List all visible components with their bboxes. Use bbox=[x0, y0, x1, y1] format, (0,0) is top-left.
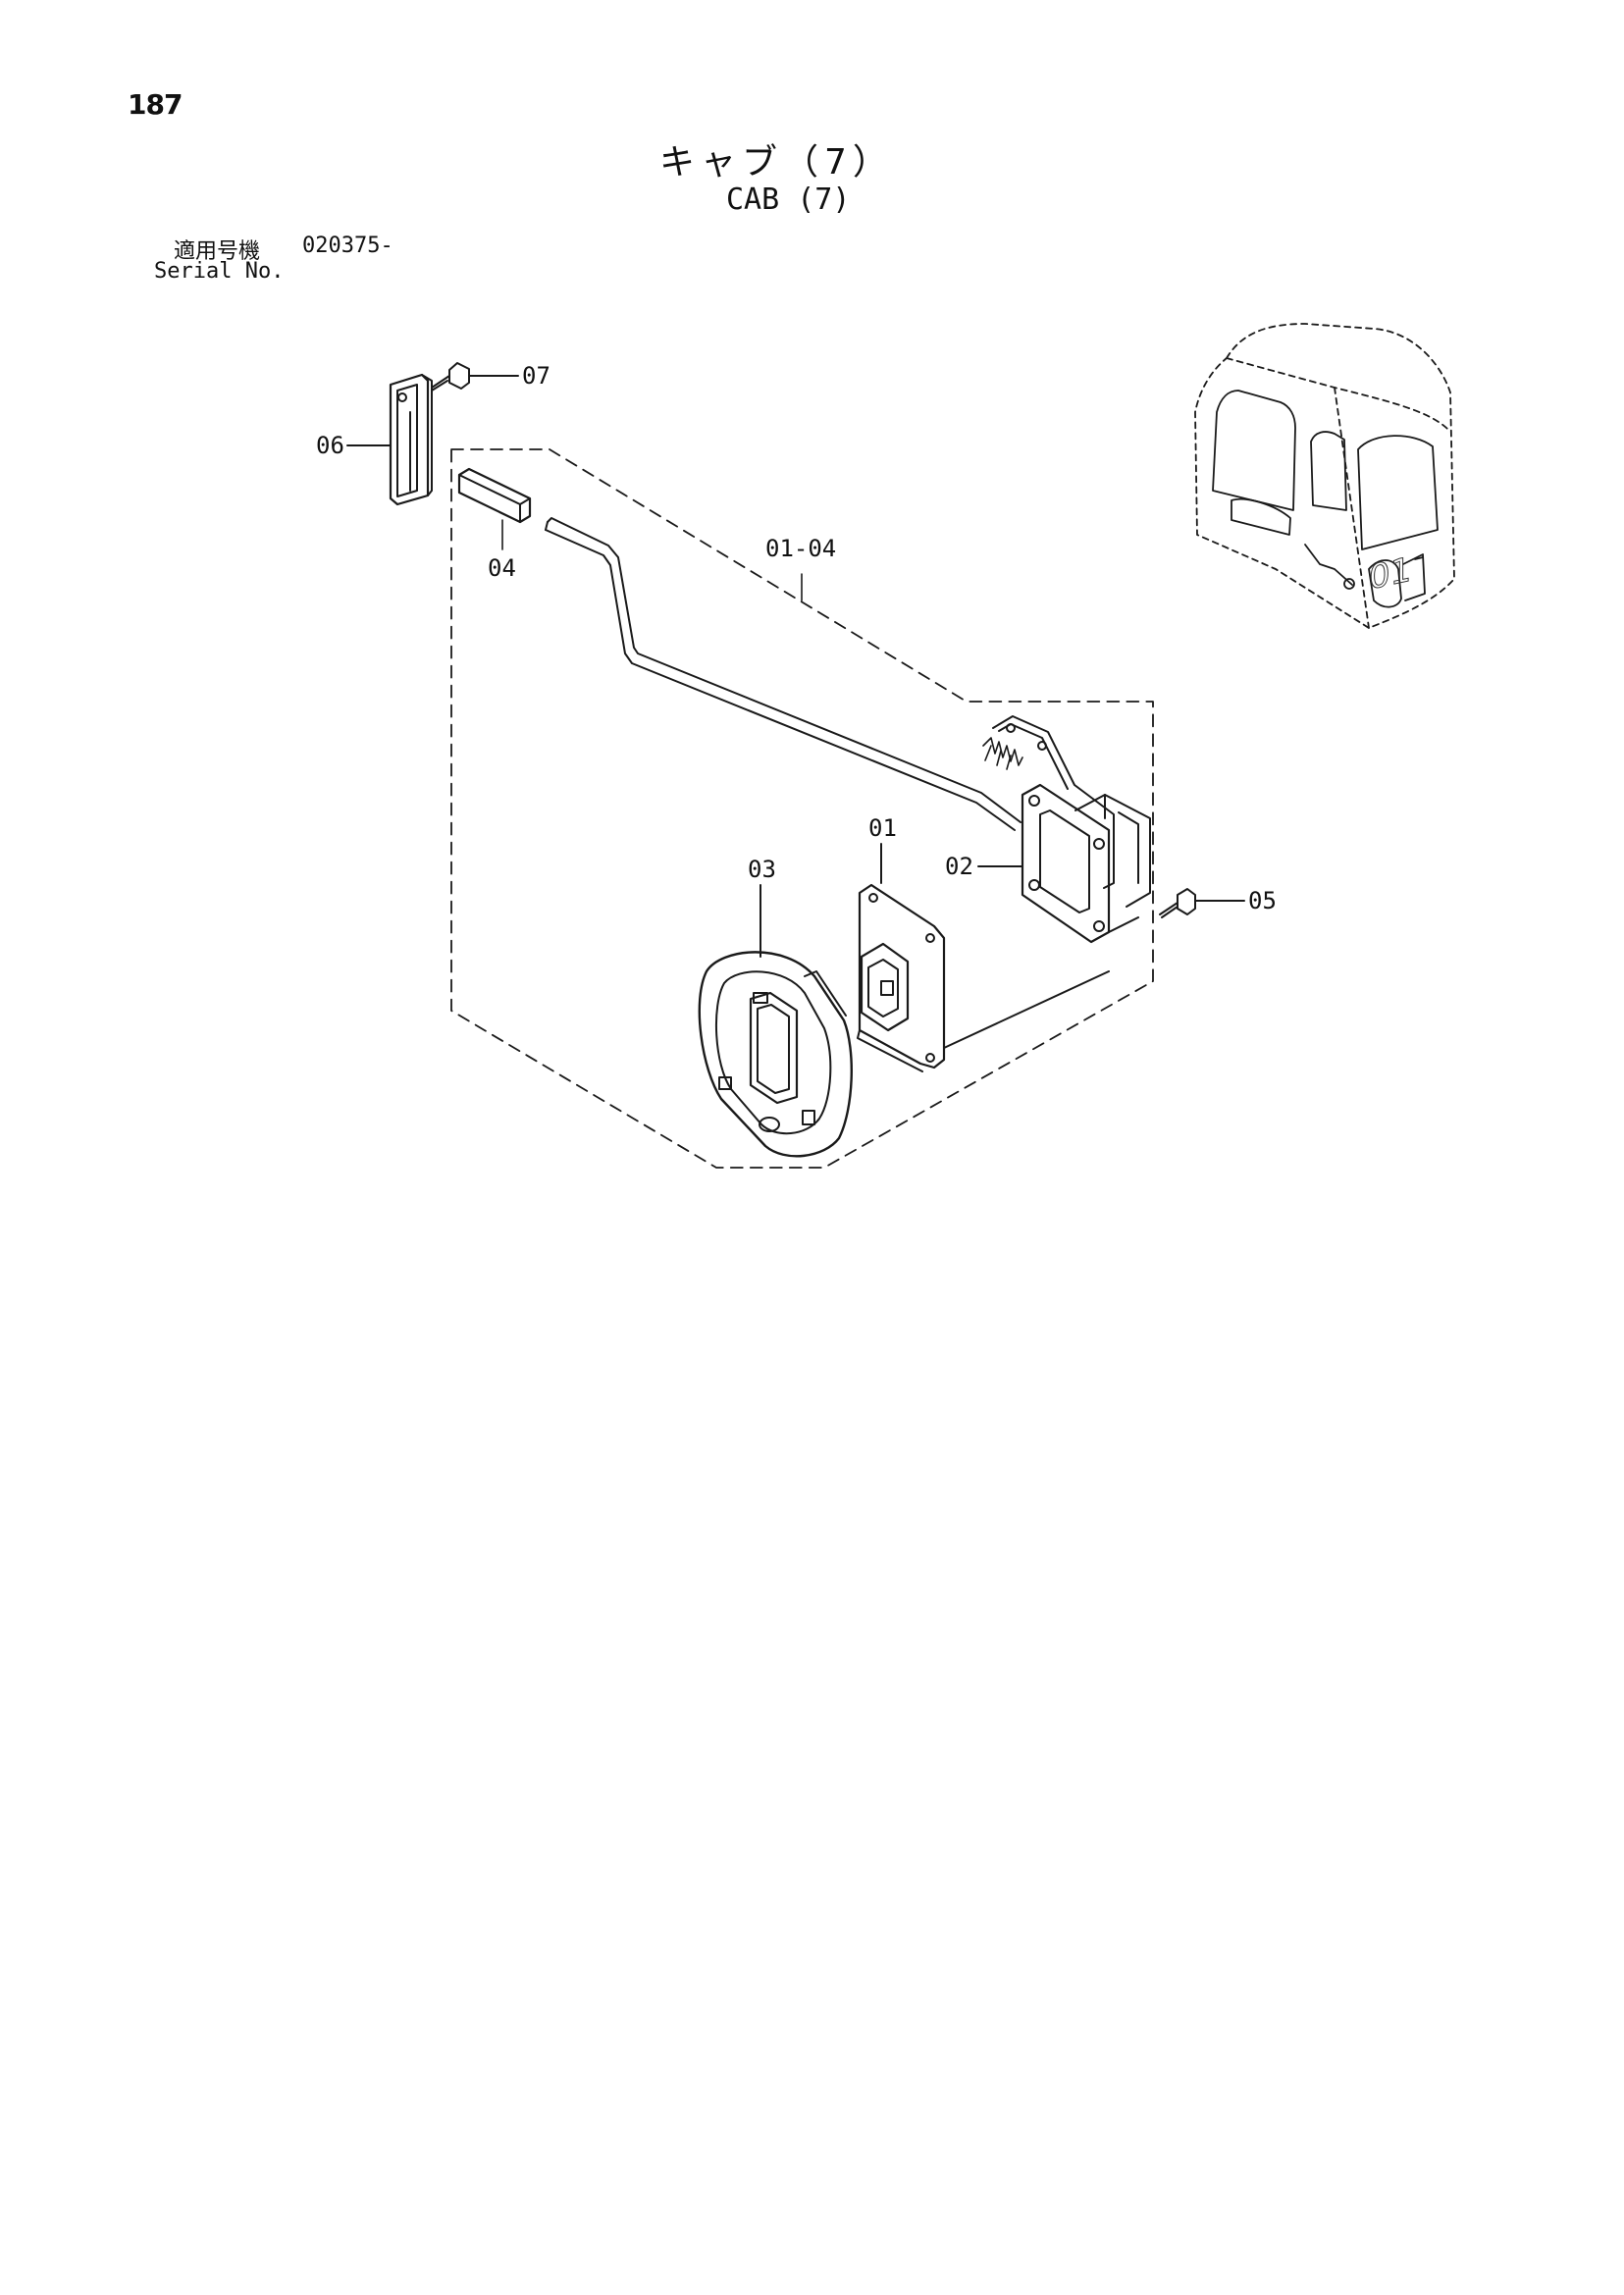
page-title-japanese: キャブ（7） bbox=[659, 142, 894, 183]
label-part-06: 06 bbox=[316, 432, 344, 459]
part-02-gasket bbox=[1021, 783, 1111, 944]
label-part-03: 03 bbox=[748, 856, 776, 883]
label-part-07: 07 bbox=[522, 362, 550, 390]
label-part-02: 02 bbox=[945, 853, 973, 880]
cab-overview-drawing bbox=[1194, 323, 1455, 629]
label-part-04: 04 bbox=[488, 554, 516, 582]
part-bracket bbox=[992, 715, 1115, 889]
part-03-cover bbox=[698, 951, 853, 1158]
serial-label-english: Serial No. bbox=[154, 259, 285, 284]
part-05-screw bbox=[1159, 888, 1196, 918]
label-part-01: 01 bbox=[868, 814, 897, 842]
page-title-english: CAB (7) bbox=[726, 183, 851, 217]
serial-label-japanese: 適用号機 bbox=[174, 239, 261, 264]
part-rod bbox=[545, 517, 1022, 831]
part-06-handle-plate bbox=[389, 373, 433, 506]
page-number: 187 bbox=[128, 88, 183, 121]
part-01-latch-plate bbox=[857, 883, 1110, 1072]
serial-number-value: 020375- bbox=[302, 234, 393, 258]
part-04-block bbox=[457, 467, 532, 524]
part-07-screw bbox=[431, 362, 477, 391]
assembly-boundary bbox=[450, 448, 1154, 1169]
part-latch-box bbox=[1074, 794, 1151, 933]
part-spring bbox=[982, 737, 1023, 770]
label-part-05: 05 bbox=[1248, 887, 1277, 914]
label-assembly-01-04: 01-04 bbox=[765, 535, 837, 562]
